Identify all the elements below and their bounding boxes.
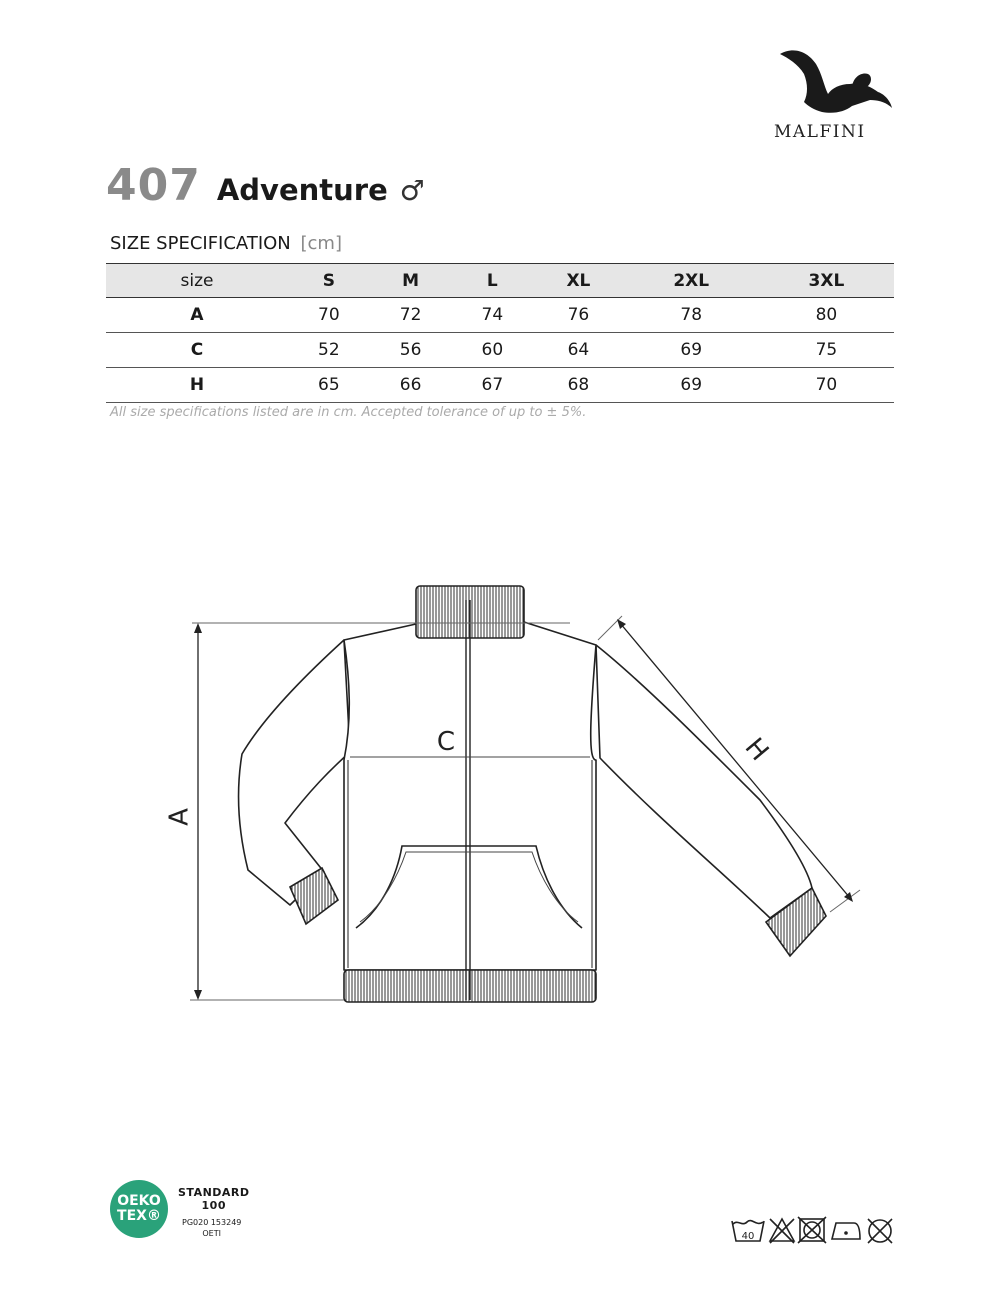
header-cell: XL [533, 263, 624, 298]
header-cell: size [106, 263, 288, 298]
table-cell: 66 [369, 367, 452, 403]
table-cell: 70 [758, 367, 894, 403]
iron-low-icon [830, 1222, 861, 1240]
spec-unit: [cm] [300, 233, 342, 254]
row-label: H [106, 367, 288, 403]
table-cell: 80 [758, 297, 894, 333]
header-cell: M [369, 263, 452, 298]
wash-40-icon: 40 [731, 1219, 765, 1242]
right-sleeve [595, 644, 813, 919]
table-row: A 70 72 74 76 78 80 [106, 297, 894, 333]
brand-name: MALFINI [774, 122, 866, 142]
badge-line2: TEX® [117, 1208, 161, 1224]
header-cell: 3XL [758, 263, 894, 298]
code-text: PG020 153249 [182, 1218, 242, 1227]
header-cell: S [288, 263, 370, 298]
oeko-tex-certification: OEKO TEX® STANDARD 100 PG020 153249 OETI [110, 1180, 260, 1240]
table-cell: 76 [533, 297, 624, 333]
table-cell: 72 [369, 297, 452, 333]
table-cell: 75 [758, 332, 894, 368]
table-cell: 69 [623, 332, 759, 368]
standard-number: 100 [201, 1199, 226, 1212]
row-label: A [106, 297, 288, 333]
label-a: A [165, 808, 195, 826]
left-sleeve [237, 639, 351, 906]
no-dry-clean-icon [867, 1218, 893, 1244]
no-bleach-icon [768, 1217, 796, 1244]
table-cell: 60 [451, 332, 534, 368]
label-h: H [739, 733, 775, 767]
table-cell: 69 [623, 367, 759, 403]
standard-text: STANDARD [178, 1186, 250, 1199]
oeko-tex-badge: OEKO TEX® [110, 1180, 168, 1238]
right-cuff [764, 886, 827, 958]
product-title: 407 Adventure ♂ [106, 160, 425, 220]
spec-heading-text: SIZE SPECIFICATION [110, 233, 291, 254]
header-cell: 2XL [623, 263, 759, 298]
size-spec-heading: SIZE SPECIFICATION [cm] [110, 233, 342, 254]
header-cell: L [451, 263, 534, 298]
tolerance-note: All size specifications listed are in cm… [110, 405, 587, 420]
table-cell: 65 [288, 367, 370, 403]
institute-text: OETI [202, 1229, 221, 1238]
jacket-diagram: A C H [165, 585, 861, 1003]
product-name: Adventure [216, 173, 388, 207]
table-header-row: size S M L XL 2XL 3XL [106, 263, 894, 298]
row-label: C [106, 332, 288, 368]
table-row: C 52 56 60 64 69 75 [106, 332, 894, 368]
table-cell: 78 [623, 297, 759, 333]
certificate-code: PG020 153249 OETI [182, 1217, 241, 1239]
eagle-icon [780, 50, 892, 113]
badge-line1: OEKO [117, 1193, 161, 1209]
product-number: 407 [106, 160, 201, 211]
table-cell: 74 [451, 297, 534, 333]
table-cell: 70 [288, 297, 370, 333]
svg-text:40: 40 [742, 1231, 755, 1242]
left-cuff [288, 866, 340, 926]
brand-logo: MALFINI [770, 44, 900, 144]
table-row: H 65 66 67 68 69 70 [106, 367, 894, 403]
table-cell: 67 [451, 367, 534, 403]
male-symbol-icon: ♂ [399, 174, 425, 207]
table-cell: 56 [369, 332, 452, 368]
table-cell: 52 [288, 332, 370, 368]
size-table: size S M L XL 2XL 3XL A 70 72 74 76 78 8… [106, 263, 894, 403]
care-symbols: 40 [731, 1216, 893, 1244]
standard-label: STANDARD 100 [178, 1186, 250, 1212]
no-tumble-dry-icon [797, 1216, 827, 1244]
table-cell: 68 [533, 367, 624, 403]
table-cell: 64 [533, 332, 624, 368]
label-c: C [437, 727, 455, 757]
